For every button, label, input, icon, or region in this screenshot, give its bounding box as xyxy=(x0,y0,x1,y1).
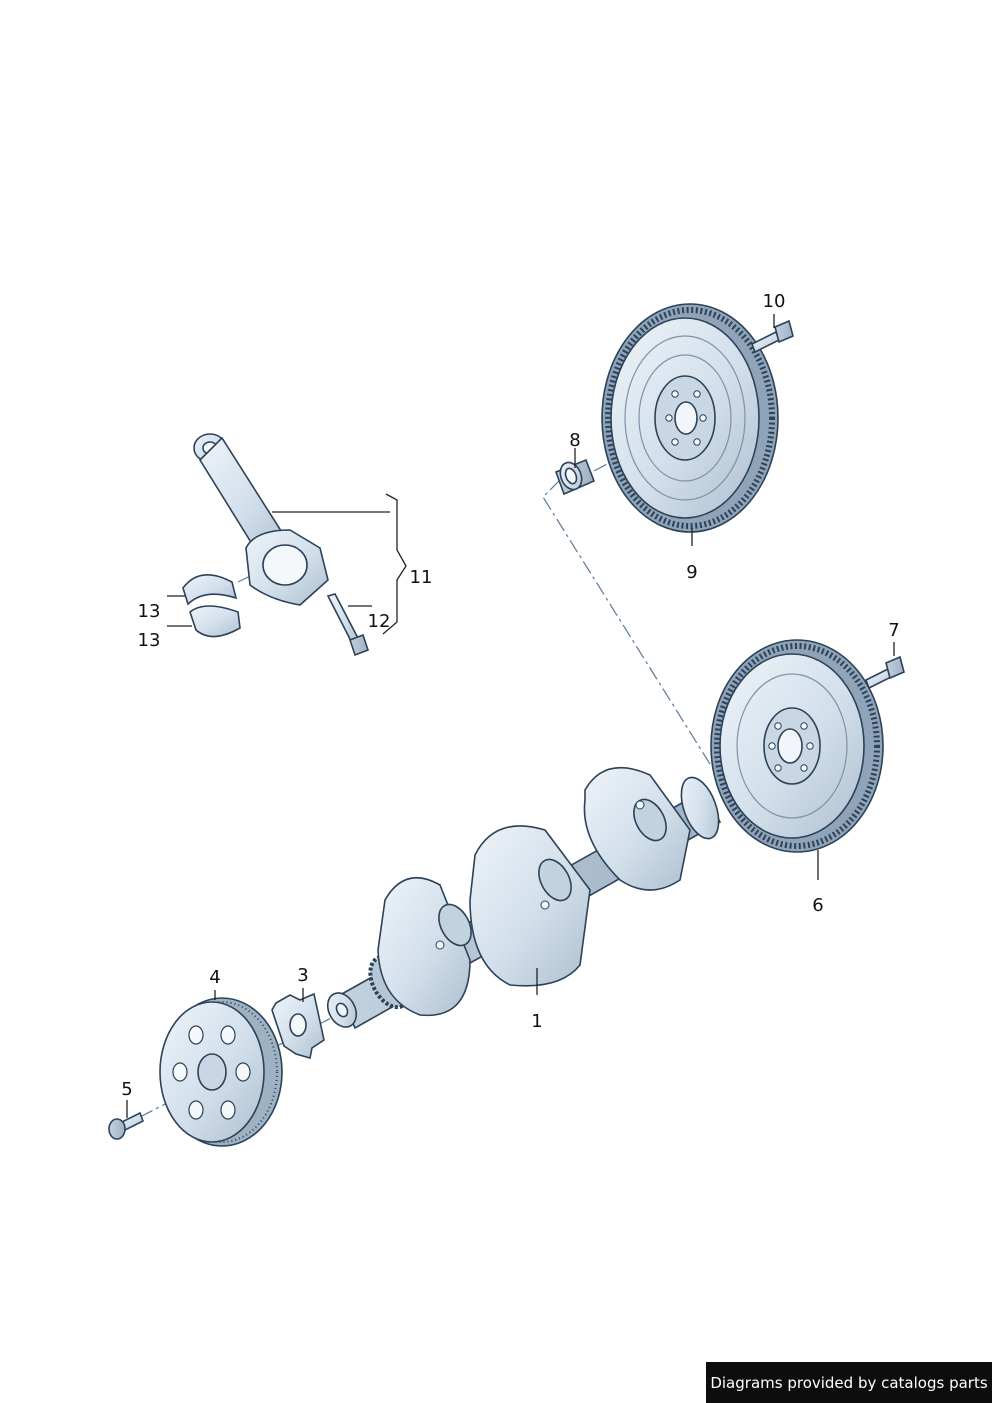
callout-6: 6 xyxy=(812,895,823,916)
flywheel xyxy=(710,639,884,853)
needle-bearing xyxy=(554,458,596,496)
callout-10: 10 xyxy=(763,291,786,312)
sender-wheel xyxy=(271,992,325,1060)
callout-7: 7 xyxy=(888,620,899,641)
callout-12: 12 xyxy=(368,611,391,632)
callout-13-lower: 13 xyxy=(138,630,161,651)
crankshaft xyxy=(326,767,722,1030)
flywheel-bolt-solid xyxy=(864,655,905,690)
callout-3: 3 xyxy=(297,965,308,986)
pulley-bolt xyxy=(108,1111,145,1140)
callout-8: 8 xyxy=(569,430,580,451)
footer-credit: Diagrams provided by catalogs parts xyxy=(706,1362,992,1403)
connecting-rod-bolt xyxy=(326,593,370,657)
callout-labels: 1 3 4 5 6 7 8 9 10 11 12 13 13 xyxy=(121,291,899,1100)
bearing-shell-lower xyxy=(189,605,241,638)
callout-11: 11 xyxy=(410,567,433,588)
callout-9: 9 xyxy=(686,562,697,583)
crankshaft-pulley xyxy=(159,997,283,1147)
callout-5: 5 xyxy=(121,1079,132,1100)
callout-4: 4 xyxy=(209,967,220,988)
connecting-rod xyxy=(193,433,329,606)
callout-1: 1 xyxy=(531,1011,542,1032)
bearing-shell-upper xyxy=(182,574,238,606)
callout-13-upper: 13 xyxy=(138,601,161,622)
dual-mass-flywheel xyxy=(601,303,779,533)
flywheel-bolt xyxy=(750,319,794,354)
callout-leaders xyxy=(126,314,895,1118)
